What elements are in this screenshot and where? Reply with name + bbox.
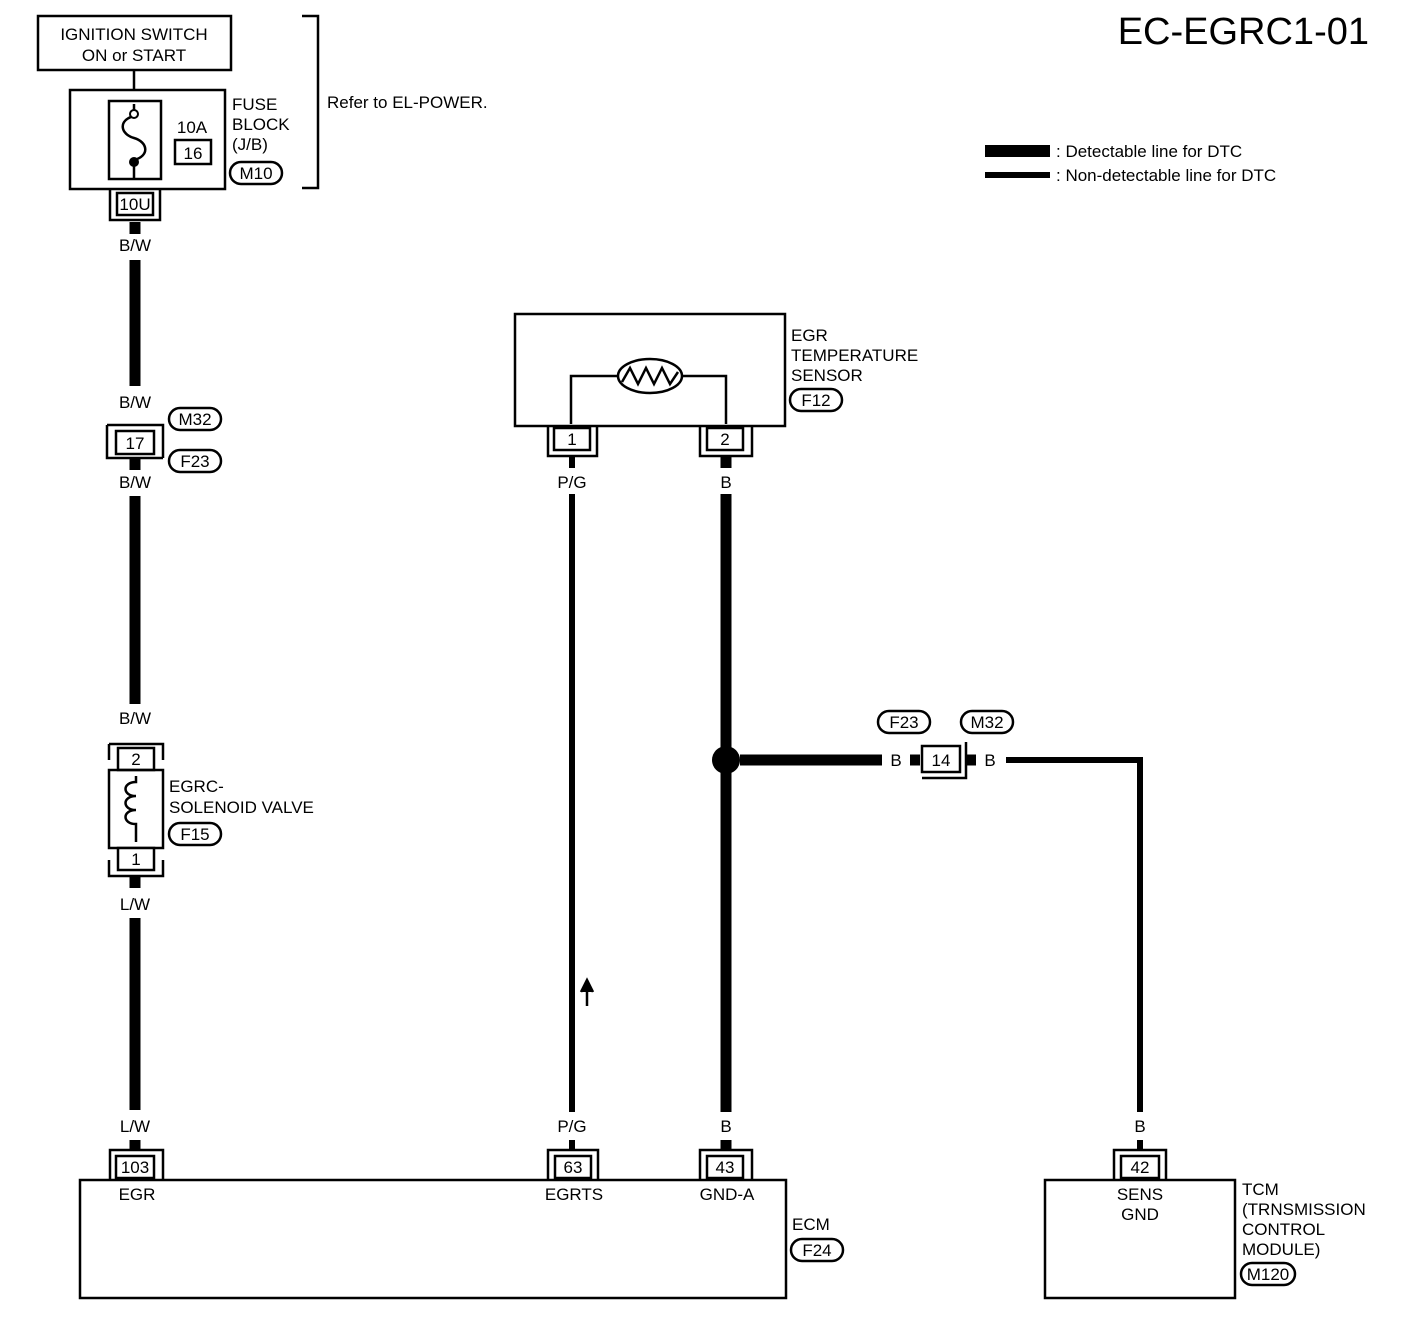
joint-connector-top-label: M32 <box>178 410 211 429</box>
wire-color-bw-1: B/W <box>119 236 151 255</box>
tcm-label1: TCM <box>1242 1180 1279 1199</box>
egrc-label1: EGRC- <box>169 777 224 796</box>
ground-joint-right-pill <box>959 709 1015 735</box>
egr-temperature-sensor <box>513 312 787 428</box>
egrc-connector-label: F15 <box>180 825 209 844</box>
joint-connector: 17 M32 F23 <box>105 406 223 474</box>
tcm-terminal-42: 42 <box>1112 1148 1168 1180</box>
wire-color-b-5: B <box>1134 1117 1145 1136</box>
wire-color-bw-4: B/W <box>119 709 151 728</box>
egrc-pin-bottom: 1 <box>131 850 140 869</box>
ground-joint-left-label: F23 <box>889 713 918 732</box>
ecm-terminal-name-egr: EGR <box>119 1185 156 1204</box>
fuse-connector-label: M10 <box>239 164 272 183</box>
svg-text:63: 63 <box>564 1158 583 1177</box>
egr-sensor-pin-2: 2 <box>698 426 754 458</box>
wire-color-lw-2: L/W <box>120 1117 150 1136</box>
wire-color-b-2: B <box>720 1117 731 1136</box>
svg-text:103: 103 <box>121 1158 149 1177</box>
ignition-line1: IGNITION SWITCH <box>60 25 207 44</box>
tcm-label4: MODULE) <box>1242 1240 1320 1259</box>
refer-bracket <box>302 14 320 190</box>
ecm-terminal-name-egrts: EGRTS <box>545 1185 603 1204</box>
legend-non-detectable-label: : Non-detectable line for DTC <box>1056 166 1276 185</box>
legend-detectable-label: : Detectable line for DTC <box>1056 142 1242 161</box>
ignition-switch: IGNITION SWITCH ON or START <box>36 14 233 72</box>
page-id: EC-EGRC1-01 <box>1118 11 1369 53</box>
tcm-module <box>1043 1178 1237 1300</box>
fuse-icon-frame <box>107 99 163 181</box>
fuse-connector-pill <box>228 160 284 186</box>
joint-connector-bottom-pill <box>167 448 223 474</box>
egr-sensor-connector-pill <box>788 387 844 413</box>
ecm-connector-label: F24 <box>802 1241 831 1260</box>
legend: : Detectable line for DTC : Non-detectab… <box>985 142 1276 185</box>
tcm-terminal-name-2: GND <box>1121 1205 1159 1224</box>
fuse-rating: 10A <box>177 118 208 137</box>
splice-point <box>712 746 740 774</box>
svg-text:43: 43 <box>716 1158 735 1177</box>
wire-color-bw-2: B/W <box>119 393 151 412</box>
legend-non-detectable-swatch <box>985 172 1050 178</box>
ecm-module <box>78 1178 788 1300</box>
tcm-connector-label: M120 <box>1247 1265 1290 1284</box>
svg-text:42: 42 <box>1131 1158 1150 1177</box>
fuse-terminal: 10U <box>108 189 162 222</box>
wire-color-pg-2: P/G <box>557 1117 586 1136</box>
wire-color-b-3: B <box>890 751 901 770</box>
egr-sensor-label3: SENSOR <box>791 366 863 385</box>
fuse-block-label2: BLOCK <box>232 115 290 134</box>
egr-sensor-label1: EGR <box>791 326 828 345</box>
wire-color-bw-3: B/W <box>119 473 151 492</box>
ecm-terminal-43: 43 GND-A <box>698 1148 755 1204</box>
wire-color-lw-1: L/W <box>120 895 150 914</box>
fuse-block-label3: (J/B) <box>232 135 268 154</box>
fuse-block: 10A 16 <box>68 88 227 191</box>
fuse-number: 16 <box>184 144 203 163</box>
ecm-connector-pill <box>789 1237 845 1263</box>
fuse-icon <box>121 104 147 178</box>
fuse-terminal-label: 10U <box>119 195 150 214</box>
legend-detectable-swatch <box>985 145 1050 157</box>
wire-color-pg-1: P/G <box>557 473 586 492</box>
joint-connector-bottom-label: F23 <box>180 452 209 471</box>
signal-arrow-icon <box>579 977 595 1006</box>
refer-text: Refer to EL-POWER. <box>327 93 488 112</box>
egrc-pin-top: 2 <box>131 750 140 769</box>
joint-connector-terminal: 17 <box>126 434 145 453</box>
tcm-terminal-name-1: SENS <box>1117 1185 1163 1204</box>
tcm-connector-pill <box>1239 1261 1297 1287</box>
svg-text:2: 2 <box>720 430 729 449</box>
egr-sensor-pin-1: 1 <box>546 426 599 458</box>
wire-color-b-1: B <box>720 473 731 492</box>
ecm-label: ECM <box>792 1215 830 1234</box>
ground-joint-right-label: M32 <box>970 713 1003 732</box>
ecm-terminal-63: 63 EGRTS <box>545 1148 603 1204</box>
fuse-block-label: FUSE <box>232 95 277 114</box>
ecm-terminal-name-gnd-a: GND-A <box>700 1185 755 1204</box>
ground-joint-left-pill <box>876 709 932 735</box>
egrc-connector-pill <box>167 821 223 847</box>
egrc-label2: SOLENOID VALVE <box>169 798 314 817</box>
tcm-label3: CONTROL <box>1242 1220 1325 1239</box>
svg-text:1: 1 <box>567 430 576 449</box>
joint-connector-top-pill <box>167 406 223 432</box>
egr-sensor-label2: TEMPERATURE <box>791 346 918 365</box>
egrc-solenoid-valve: 2 1 <box>107 742 165 878</box>
wire-color-b-4: B <box>984 751 995 770</box>
ignition-line2: ON or START <box>82 46 186 65</box>
ground-joint-connector: 14 F23 M32 <box>876 709 1015 780</box>
egr-sensor-connector-label: F12 <box>801 391 830 410</box>
ground-joint-terminal: 14 <box>932 751 951 770</box>
tcm-label2: (TRNSMISSION <box>1242 1200 1366 1219</box>
ecm-terminal-103: 103 EGR <box>108 1148 165 1204</box>
coil-icon <box>124 776 138 842</box>
